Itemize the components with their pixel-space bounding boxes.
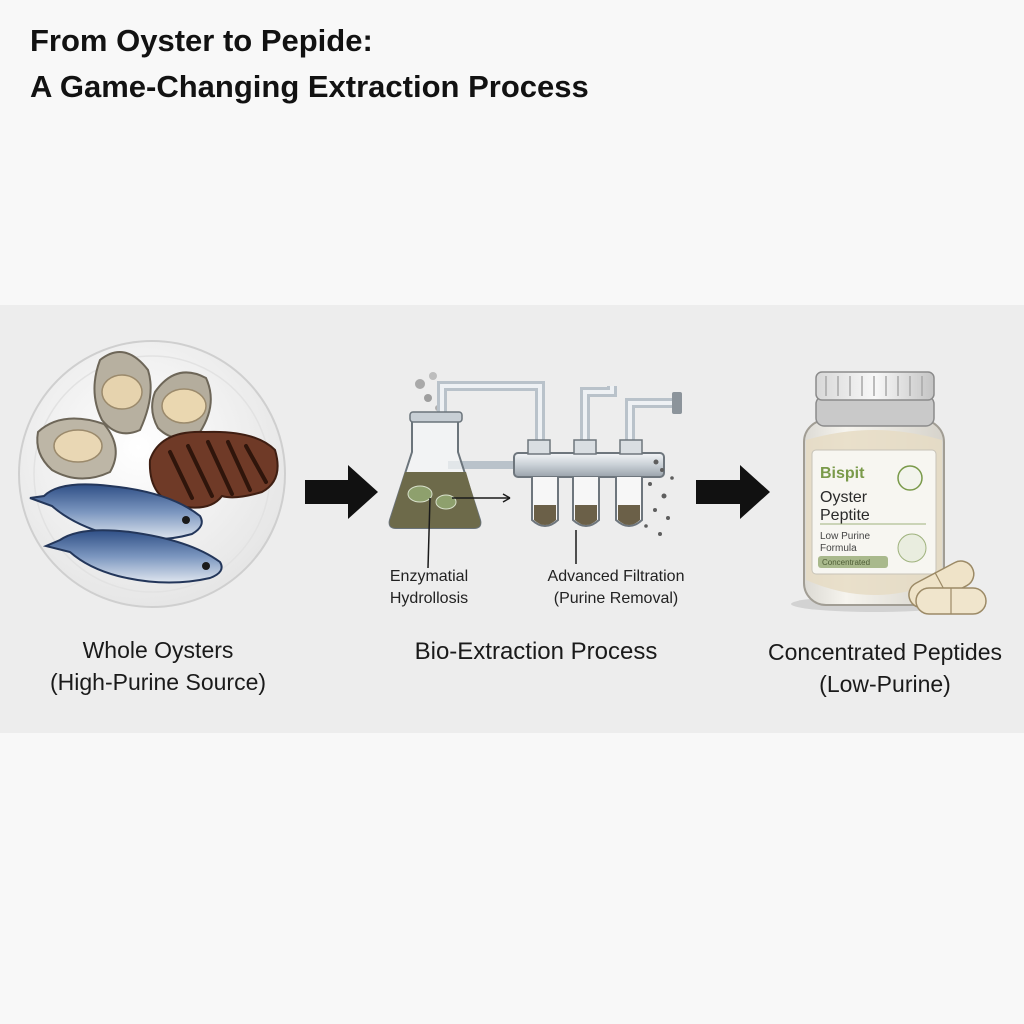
capsule-icon — [915, 587, 987, 615]
test-tube-icon — [615, 477, 643, 527]
step-filtration-label: Advanced Filtration (Purine Removal) — [518, 566, 714, 610]
title-line-2: A Game-Changing Extraction Process — [30, 69, 589, 104]
title-line-1: From Oyster to Pepide: — [30, 23, 373, 58]
oyster-icon — [36, 417, 117, 480]
jar-desc-line-2: Formula — [820, 543, 857, 554]
purine-particles — [644, 459, 674, 536]
sardine-icon — [42, 529, 223, 584]
stage-3-line-2: (Low-Purine) — [819, 671, 951, 697]
test-tube-icon — [531, 477, 559, 527]
oyster-icon — [93, 351, 152, 435]
stage-1-line-1: Whole Oysters — [82, 637, 234, 663]
jar-desc-line-1: Low Purine — [820, 531, 870, 542]
stage-concentrated-peptides-label: Concentrated Peptides (Low-Purine) — [748, 636, 1022, 700]
extraction-apparatus — [388, 372, 682, 569]
arrow-1 — [305, 465, 378, 519]
stage-whole-oysters-label: Whole Oysters (High-Purine Source) — [18, 634, 298, 698]
arrow-2 — [696, 465, 770, 519]
step-hydrolysis-label: Enzymatial Hydrollosis — [364, 566, 494, 610]
oyster-icon — [151, 371, 212, 439]
stage-bio-extraction-label: Bio-Extraction Process — [378, 636, 694, 668]
test-tube-icon — [572, 477, 600, 527]
jar-product-line-2: Peptite — [820, 507, 870, 524]
jar-product-line-1: Oyster — [820, 489, 868, 506]
step-filtration-line-1: Advanced Filtration — [547, 568, 685, 585]
step-hydrolysis-line-1: Enzymatial — [389, 568, 469, 585]
step-hydrolysis-line-2: Hydrollosis — [389, 590, 469, 607]
step-filtration-line-2: (Purine Removal) — [553, 590, 679, 607]
jar-brand: Bispit — [820, 465, 865, 482]
page-title: From Oyster to Pepide: A Game-Changing E… — [30, 18, 589, 110]
stage-2-line-1: Bio-Extraction Process — [414, 638, 658, 665]
sardine-icon — [29, 483, 203, 541]
food-plate — [18, 340, 286, 608]
stage-1-line-2: (High-Purine Source) — [49, 669, 267, 695]
stage-3-line-1: Concentrated Peptides — [768, 639, 1002, 665]
supplement-jar-icon — [791, 371, 959, 612]
flask-icon — [388, 411, 482, 529]
jar-strip: Concentrated — [822, 558, 870, 567]
